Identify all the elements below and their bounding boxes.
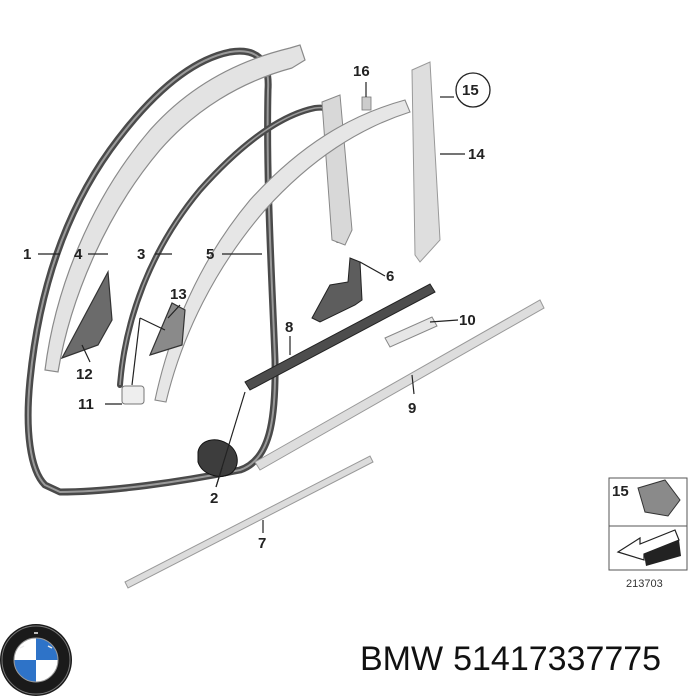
label-7: 7 [258,535,266,552]
inset-clip-part [637,479,681,517]
label-3: 3 [137,246,145,263]
label-9: 9 [408,400,416,417]
lower-seal-part [244,283,436,391]
inset-label: 15 [612,483,629,500]
bmw-logo-icon [0,624,72,696]
inset-arrow-icon [616,529,680,561]
label-14: 14 [468,146,485,163]
b-pillar-cover [321,94,353,246]
bracket-part [311,257,363,323]
triangle-cover-inner-part [148,302,186,356]
label-15: 15 [462,82,479,99]
small-clip-part [361,96,372,111]
label-4: 4 [74,246,83,263]
inset-box: 15 [608,477,688,571]
frame-trim-part [44,44,306,373]
clip-part [121,385,145,405]
label-1: 1 [23,246,31,263]
sill-strip-part [124,455,374,589]
label-8: 8 [285,319,293,336]
part-number: 51417337775 [453,640,662,678]
label-13: 13 [170,286,187,303]
pillar-panel-part [411,61,441,263]
clip-strip-part [384,316,438,348]
label-10: 10 [459,312,476,329]
grommet-part [197,439,238,477]
label-15-circle [455,72,491,108]
label-6: 6 [386,268,394,285]
label-5: 5 [206,246,214,263]
trim-strip-part [254,299,545,471]
label-16: 16 [353,63,370,80]
label-12: 12 [76,366,93,383]
label-2: 2 [210,490,218,507]
leader-lines [38,82,465,533]
label-11: 11 [78,396,94,413]
brand-name: BMW [360,640,444,678]
window-channel-trim [154,99,411,403]
triangle-cover-part [60,269,113,360]
diagram-code: 213703 [626,578,663,590]
